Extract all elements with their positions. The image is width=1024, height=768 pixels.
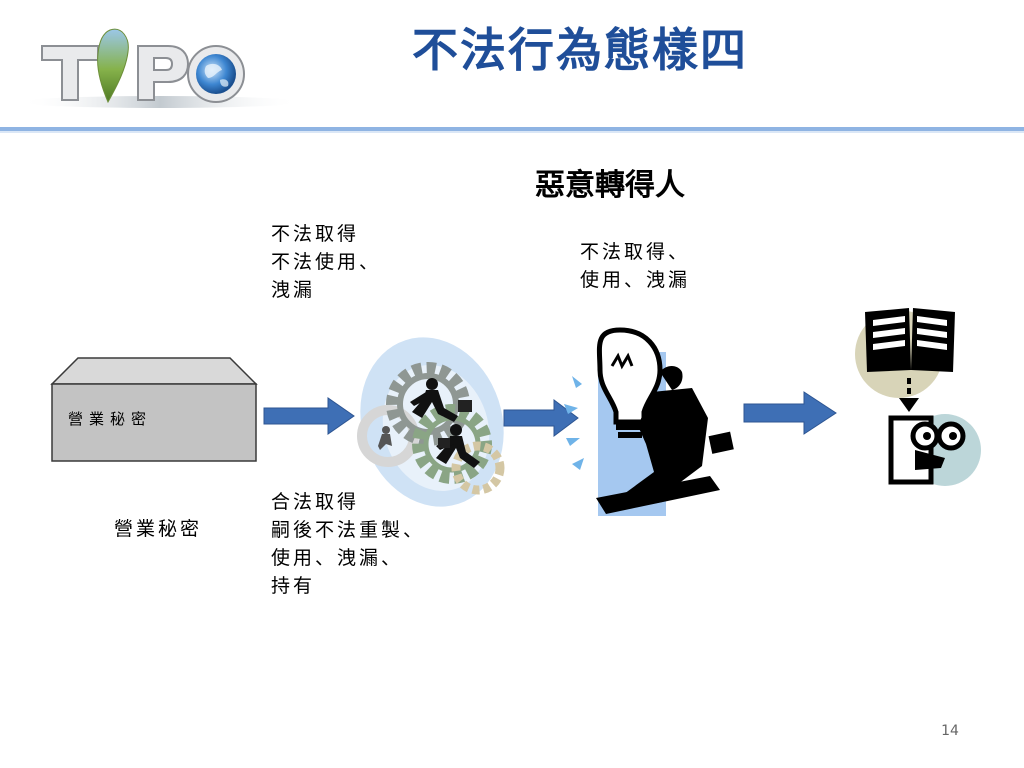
page-number: 14 <box>941 723 959 739</box>
lightbulb-businessman-illustration <box>560 326 740 521</box>
arrow-1 <box>262 396 356 436</box>
trade-secret-box-label: 營業秘密 <box>68 410 153 428</box>
tipo-logo <box>10 18 310 113</box>
label-illegal-acquire-use-leak: 不法取得 不法使用、 洩漏 <box>271 223 382 301</box>
trade-secret-box <box>50 356 258 464</box>
arrow-3 <box>742 390 838 436</box>
gears-runners-icon <box>357 337 505 507</box>
gears-runners-illustration <box>340 332 515 512</box>
logo-icon <box>20 28 300 108</box>
slide-subtitle: 惡意轉得人 <box>535 168 685 203</box>
arrow-right-icon <box>743 391 837 435</box>
header-rule <box>0 127 1024 131</box>
slide-title: 不法行為態樣四 <box>412 23 748 77</box>
book-reader-icon <box>855 308 981 486</box>
lightbulb-businessman-icon <box>564 327 734 516</box>
header-rule-shadow <box>0 131 1024 133</box>
arrow-2 <box>502 398 580 438</box>
arrow-right-icon <box>263 397 355 435</box>
label-legal-then-illegal: 合法取得 嗣後不法重製、 使用、洩漏、 持有 <box>271 491 426 597</box>
trade-secret-caption: 營業秘密 <box>114 518 203 540</box>
arrow-right-icon <box>503 399 579 437</box>
book-reader-illustration <box>855 300 985 500</box>
label-illegal-acquire-use-leak-2: 不法取得、 使用、洩漏 <box>580 241 691 291</box>
